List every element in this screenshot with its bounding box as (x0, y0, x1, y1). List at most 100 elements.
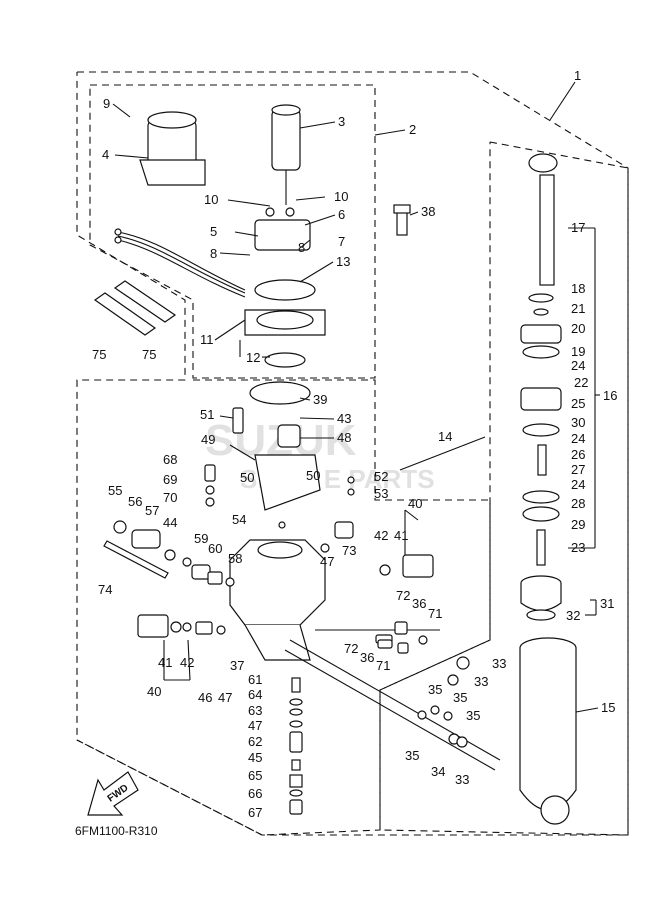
collars-75 (93, 280, 177, 336)
callout-5: 5 (210, 224, 217, 239)
cylinder-body (519, 637, 577, 825)
valve-stack-61-67 (289, 677, 303, 815)
callout-23: 23 (571, 540, 585, 555)
callout-33a: 33 (492, 656, 506, 671)
callout-21: 21 (571, 301, 585, 316)
callout-41a: 41 (394, 528, 408, 543)
callout-22: 22 (574, 375, 588, 390)
callout-47a: 47 (320, 554, 334, 569)
callout-65: 65 (248, 768, 262, 783)
callout-35c: 35 (466, 708, 480, 723)
callout-50a: 50 (240, 470, 254, 485)
callout-4: 4 (102, 147, 109, 162)
callout-40b: 40 (147, 684, 161, 699)
callout-8b: 8 (210, 246, 217, 261)
fittings (113, 407, 470, 748)
motor-subassembly-outline (89, 84, 376, 379)
callout-12: 12 (246, 350, 260, 365)
callout-64: 64 (248, 687, 262, 702)
motor-leads (114, 228, 246, 298)
callout-34: 34 (431, 764, 445, 779)
valve-body (229, 539, 326, 661)
callout-51: 51 (200, 407, 214, 422)
callout-44: 44 (163, 515, 177, 530)
callout-1: 1 (574, 68, 581, 83)
callout-24a: 24 (571, 358, 585, 373)
callout-3: 3 (338, 114, 345, 129)
callout-72a: 72 (396, 588, 410, 603)
callout-35b: 35 (453, 690, 467, 705)
callout-54: 54 (232, 512, 246, 527)
callout-61: 61 (248, 672, 262, 687)
callout-33b: 33 (474, 674, 488, 689)
o-ring-39 (249, 381, 311, 405)
callout-37: 37 (230, 658, 244, 673)
callout-70: 70 (163, 490, 177, 505)
callout-36b: 36 (360, 650, 374, 665)
callout-53: 53 (374, 486, 388, 501)
callout-50b: 50 (306, 468, 320, 483)
callout-24c: 24 (571, 477, 585, 492)
callout-58: 58 (228, 551, 242, 566)
callout-20: 20 (571, 321, 585, 336)
callout-66: 66 (248, 786, 262, 801)
fwd-arrow: FWD (87, 771, 139, 816)
callout-6: 6 (338, 207, 345, 222)
callout-55: 55 (108, 483, 122, 498)
filter-40-right (402, 554, 434, 578)
callout-14: 14 (438, 429, 452, 444)
callout-19: 19 (571, 344, 585, 359)
callout-39: 39 (313, 392, 327, 407)
callout-45: 45 (248, 750, 262, 765)
pipe-assembly (284, 629, 501, 771)
callout-25: 25 (571, 396, 585, 411)
callout-35d: 35 (405, 748, 419, 763)
callout-38: 38 (421, 204, 435, 219)
callout-16: 16 (603, 388, 617, 403)
callout-41b: 41 (158, 655, 172, 670)
callout-13: 13 (336, 254, 350, 269)
screw-38 (393, 204, 411, 236)
callout-10a: 10 (204, 192, 218, 207)
piston-parts (520, 293, 562, 566)
callout-63: 63 (248, 703, 262, 718)
callout-15: 15 (601, 700, 615, 715)
callout-28: 28 (571, 496, 585, 511)
callout-31: 31 (600, 596, 614, 611)
leader-lines (112, 81, 600, 713)
callout-18: 18 (571, 281, 585, 296)
callout-8a: 8 (298, 240, 305, 255)
motor-armature (271, 104, 301, 205)
callout-11: 11 (200, 332, 214, 347)
callout-35a: 35 (428, 682, 442, 697)
callout-42b: 42 (180, 655, 194, 670)
callout-32: 32 (566, 608, 580, 623)
manual-valve-block (254, 424, 321, 511)
callout-52: 52 (374, 469, 388, 484)
callout-30: 30 (571, 415, 585, 430)
filter-40-left (137, 614, 169, 638)
callout-49: 49 (201, 432, 215, 447)
callout-10b: 10 (334, 189, 348, 204)
callout-29: 29 (571, 517, 585, 532)
callout-33c: 33 (455, 772, 469, 787)
callout-47c: 47 (248, 718, 262, 733)
tilt-rod (528, 153, 558, 286)
callout-68: 68 (163, 452, 177, 467)
callout-46: 46 (198, 690, 212, 705)
callout-2: 2 (409, 122, 416, 137)
callout-71a: 71 (428, 606, 442, 621)
callout-42a: 42 (374, 528, 388, 543)
callout-48: 48 (337, 430, 351, 445)
callout-7: 7 (338, 234, 345, 249)
motor-base (244, 279, 326, 368)
callout-74: 74 (98, 582, 112, 597)
callout-40a: 40 (408, 496, 422, 511)
callout-27: 27 (571, 462, 585, 477)
callout-75a: 75 (92, 347, 106, 362)
callout-75b: 75 (142, 347, 156, 362)
callout-9: 9 (103, 96, 110, 111)
callout-36a: 36 (412, 596, 426, 611)
callout-72b: 72 (344, 641, 358, 656)
